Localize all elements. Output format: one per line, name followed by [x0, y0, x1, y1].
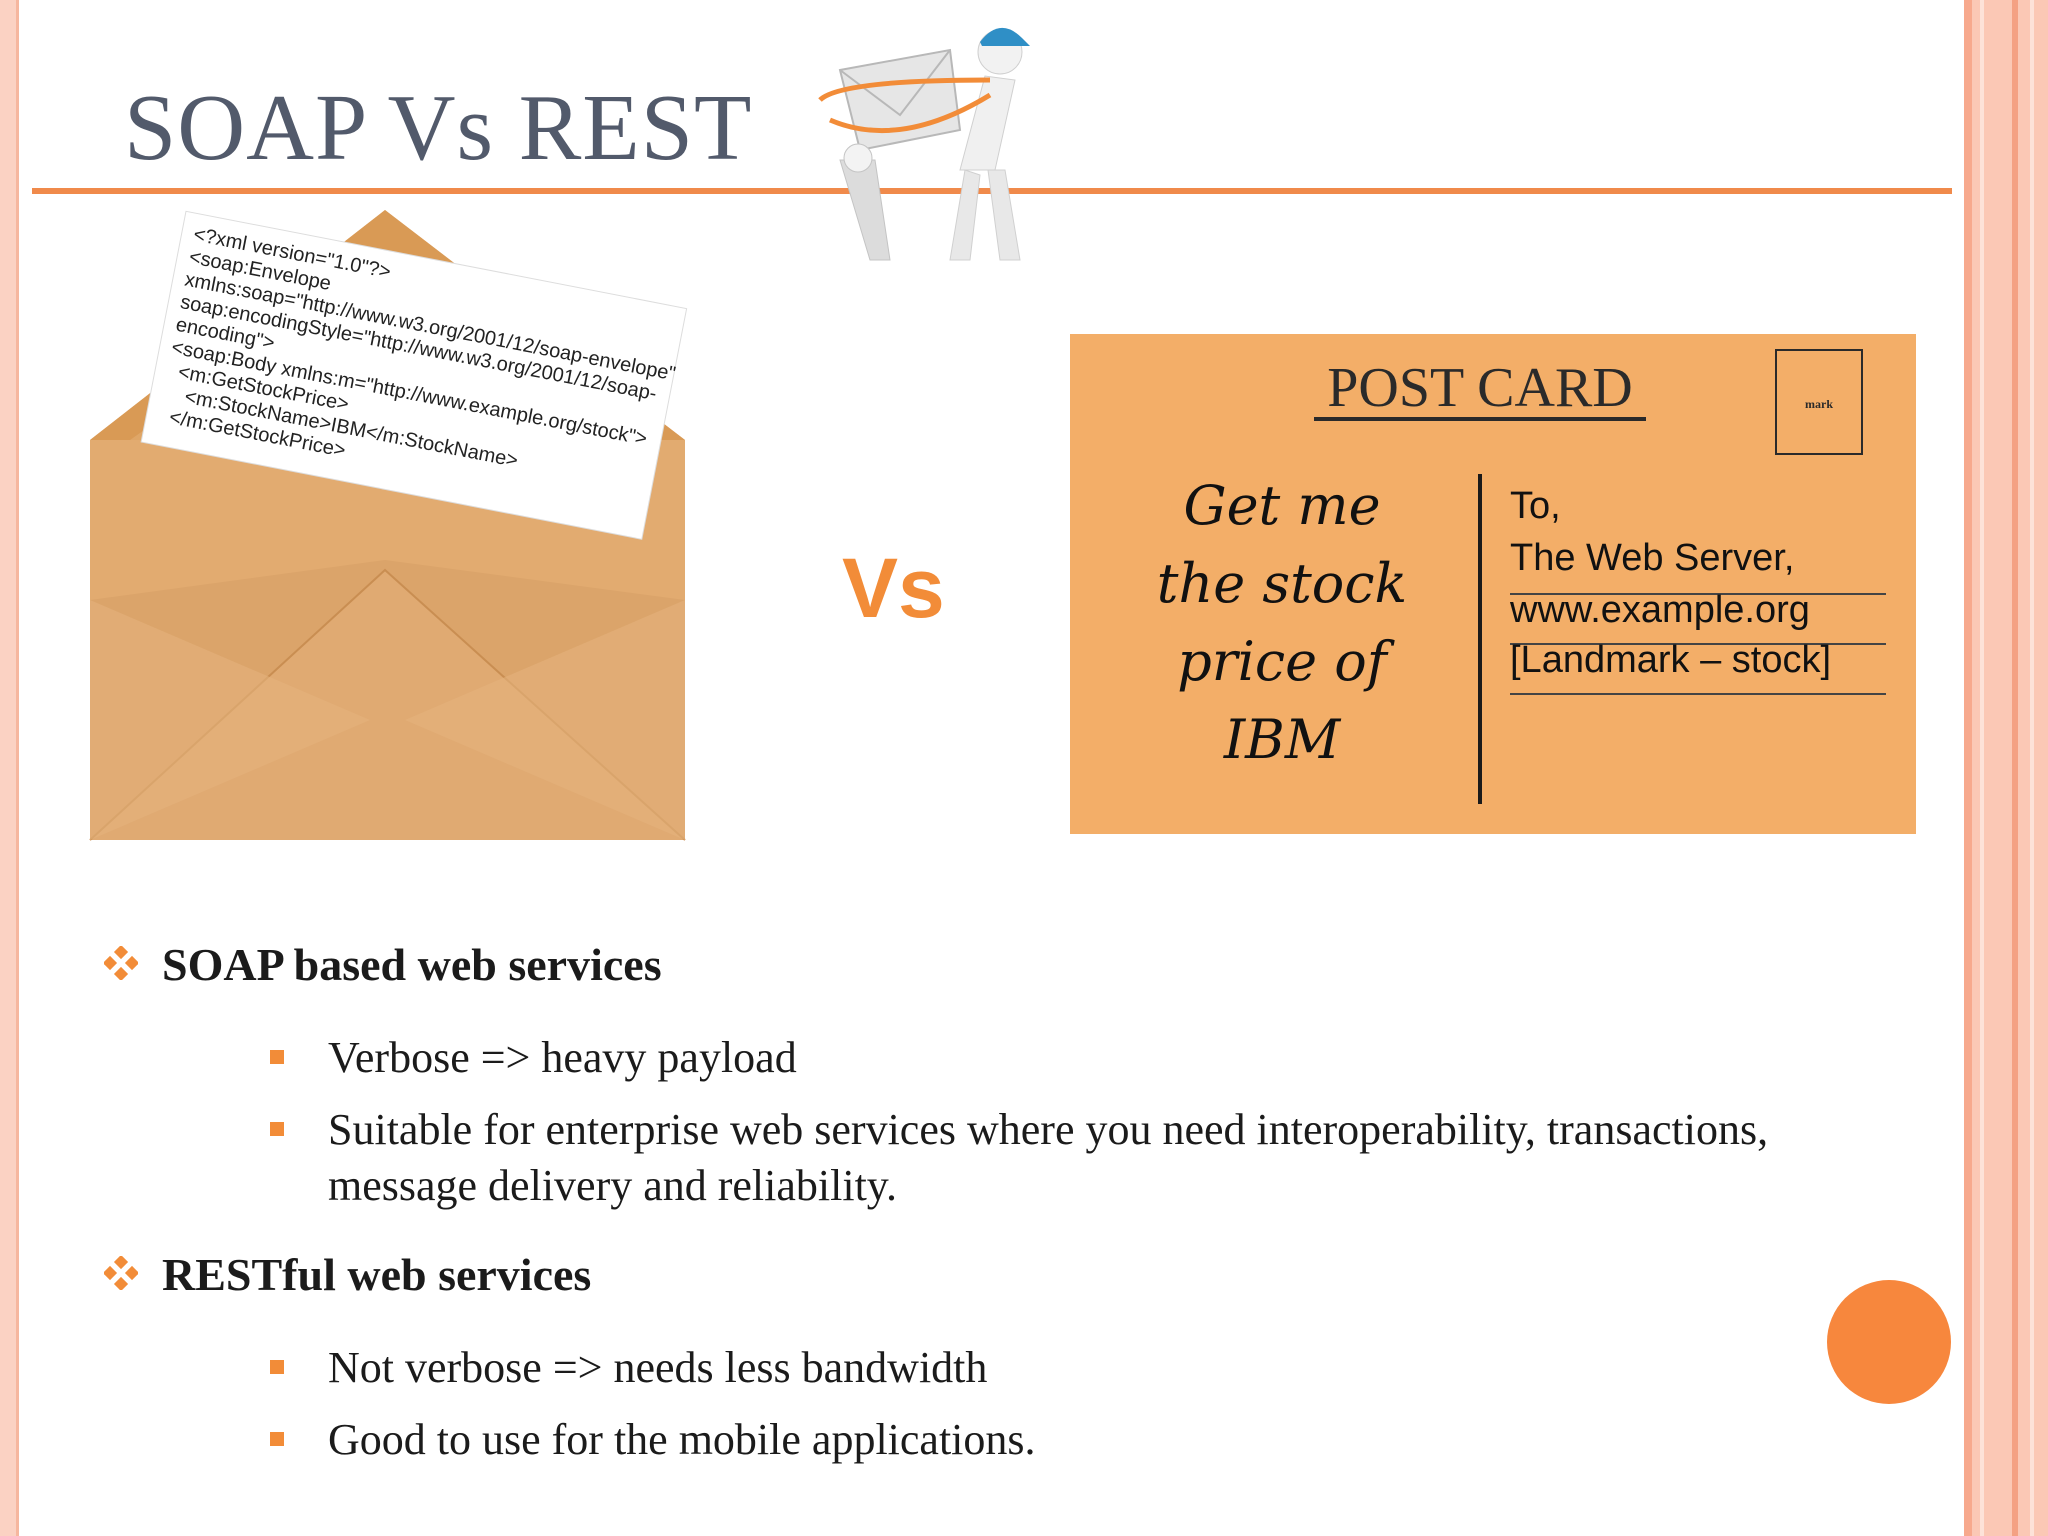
square-bullet-icon: [270, 1360, 284, 1374]
stamp-label: mark: [1805, 397, 1833, 411]
postcard-address-line: www.example.org: [1509, 589, 1810, 631]
postcard-message-line: price of: [1177, 630, 1395, 693]
frame-stripe: [1980, 0, 1984, 1536]
sub-bullet-text: Verbose => heavy payload: [328, 1033, 797, 1082]
postcard-message-line: the stock: [1157, 552, 1408, 615]
frame-stripe: [2030, 0, 2034, 1536]
bullet-rest-label: RESTful web services: [162, 1249, 592, 1300]
square-bullet-icon: [270, 1432, 284, 1446]
postcard-message-line: Get me: [1183, 474, 1380, 537]
decorative-orange-circle: [1827, 1280, 1951, 1404]
square-bullet-icon: [270, 1122, 284, 1136]
postcard-address-line: To,: [1510, 485, 1561, 527]
postcard-header: POST CARD: [1327, 357, 1633, 419]
frame-stripe: [2012, 0, 2018, 1536]
diamond-bullet-icon: [104, 1256, 138, 1290]
frame-right-border: [1964, 0, 2048, 1536]
diamond-bullet-icon: [104, 946, 138, 980]
sub-bullet-text: Good to use for the mobile applications.: [328, 1415, 1036, 1464]
frame-left-line: [16, 0, 19, 1536]
sub-bullet-text: Not verbose => needs less bandwidth: [328, 1343, 988, 1392]
figure-with-envelope-illustration: [818, 27, 1030, 261]
postcard-address-line: The Web Server,: [1510, 537, 1794, 579]
frame-stripe: [1964, 0, 1972, 1536]
vs-label: Vs: [842, 541, 945, 635]
soap-envelope-illustration: <?xml version="1.0"?> <soap:Envelope xml…: [89, 210, 688, 841]
postcard-message-line: IBM: [1223, 708, 1342, 771]
sub-bullet-text: Suitable for enterprise web services whe…: [328, 1105, 1769, 1210]
stamp-box: [1775, 349, 1863, 455]
postcard-address-line: [Landmark – stock]: [1510, 639, 1831, 681]
square-bullet-icon: [270, 1050, 284, 1064]
frame-left-border: [0, 0, 16, 1536]
rest-postcard-illustration: POST CARD mark Get me the stock price of…: [1070, 334, 1916, 834]
slide-title: SOAP Vs REST: [124, 76, 753, 180]
bullet-soap-label: SOAP based web services: [162, 939, 662, 990]
